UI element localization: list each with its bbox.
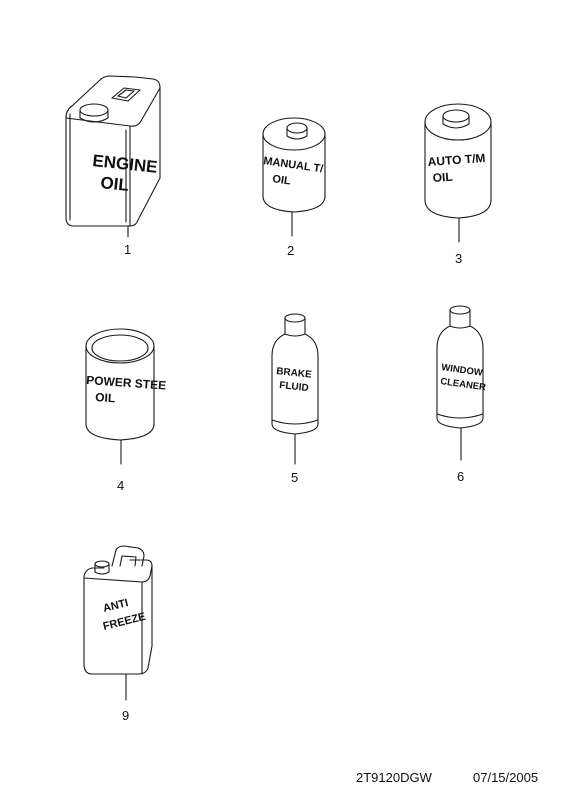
part-number: 3 — [455, 251, 462, 266]
label-text: BRAKE — [276, 366, 313, 381]
antifreeze-jug: ANTI FREEZE — [83, 545, 153, 675]
manual-transmission-oil-can: MANUAL T/ OIL — [262, 117, 326, 213]
label-text: OIL — [100, 173, 130, 195]
part-number: 2 — [287, 243, 294, 258]
drawing-code: 2T9120DGW — [356, 770, 433, 785]
label-text: FLUID — [279, 380, 309, 394]
label-text: FREEZE — [102, 611, 147, 633]
power-steering-oil-can: POWER STEE OIL — [85, 328, 167, 441]
engine-oil-can: ENGINE OIL — [65, 75, 161, 227]
label-text: ANTI — [102, 597, 130, 615]
label-text: POWER STEE — [86, 373, 167, 393]
drawing-date: 07/15/2005 — [473, 770, 538, 785]
label-text: OIL — [272, 173, 292, 187]
part-number: 1 — [124, 242, 131, 257]
auto-transmission-oil-can: AUTO T/M OIL — [424, 103, 492, 219]
label-text: MANUAL T/ — [263, 155, 324, 175]
label-text: OIL — [432, 170, 453, 185]
brake-fluid-bottle: BRAKE FLUID — [271, 313, 319, 435]
window-cleaner-bottle: WINDOW CLEANER — [436, 305, 487, 429]
part-number: 6 — [457, 469, 464, 484]
label-text: CLEANER — [440, 376, 487, 393]
part-number: 4 — [117, 478, 124, 493]
part-number: 5 — [291, 470, 298, 485]
label-text: OIL — [95, 390, 116, 405]
part-number: 9 — [122, 708, 129, 723]
label-text: AUTO T/M — [427, 151, 486, 169]
